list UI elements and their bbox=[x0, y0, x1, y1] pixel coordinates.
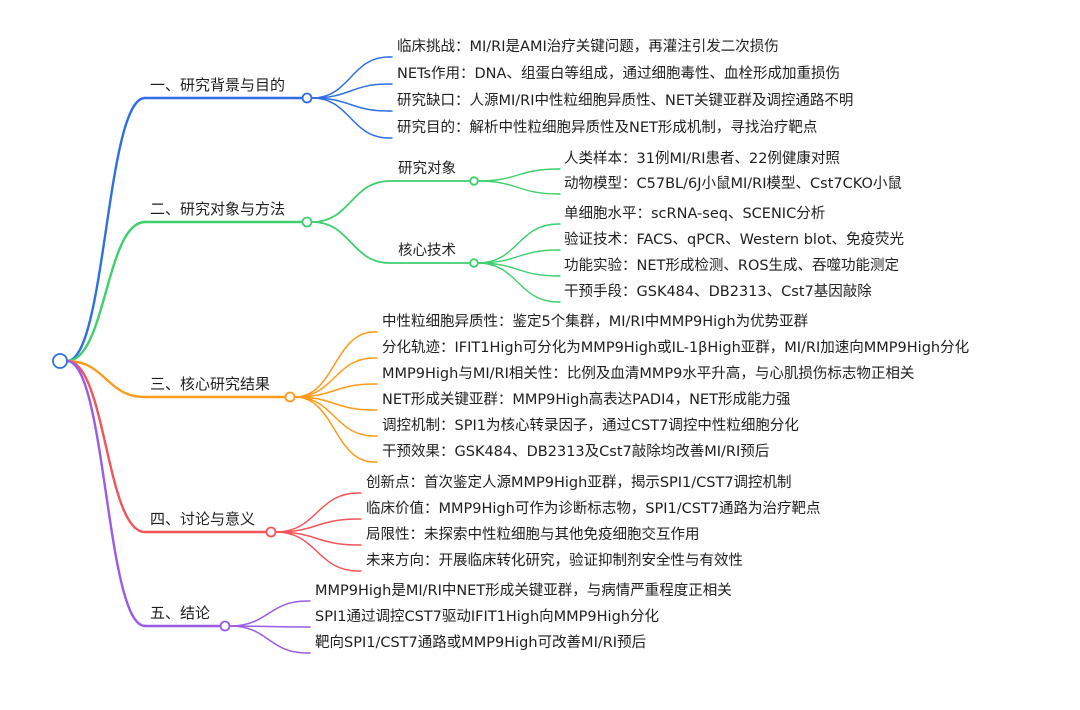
section-branch-1 bbox=[65, 96, 147, 363]
item-branch bbox=[294, 357, 375, 398]
item-branch bbox=[311, 97, 390, 112]
item-label: MMP9High与MI/RI相关性：比例及血清MMP9水平升高，与心肌损伤标志物… bbox=[382, 366, 915, 382]
section-label-1: 一、研究背景与目的 bbox=[150, 76, 286, 94]
mindmap-edges bbox=[65, 56, 561, 654]
item-branch bbox=[294, 396, 375, 463]
item-label: NETs作用：DNA、组蛋白等组成，通过细胞毒性、血栓形成加重损伤 bbox=[397, 66, 840, 82]
item-label: 调控机制：SPI1为核心转录因子，通过CST7调控中性粒细胞分化 bbox=[382, 418, 799, 434]
leaf-label: 动物模型：C57BL/6J小鼠MI/RI模型、Cst7CKO小鼠 bbox=[564, 176, 902, 192]
section-branch-5 bbox=[65, 359, 147, 628]
leaf-label: 功能实验：NET形成检测、ROS生成、吞噬功能测定 bbox=[564, 258, 900, 274]
item-branch bbox=[229, 625, 308, 654]
item-label: 研究目的：解析中性粒细胞异质性及NET形成机制，寻找治疗靶点 bbox=[397, 120, 818, 136]
subgroup-branch-1 bbox=[311, 180, 391, 223]
leaf-label: 人类样本：31例MI/RI患者、22例健康对照 bbox=[564, 151, 840, 167]
leaf-branch bbox=[477, 168, 559, 182]
item-branch bbox=[229, 600, 308, 627]
section-branch-2 bbox=[65, 220, 147, 363]
leaf-branch bbox=[477, 262, 559, 277]
subgroup-label-1: 研究对象 bbox=[398, 161, 456, 177]
leaf-label: 单细胞水平：scRNA-seq、SCENIC分析 bbox=[564, 206, 826, 222]
section-node-1[interactable] bbox=[301, 92, 313, 104]
item-label: 研究缺口：人源MI/RI中性粒细胞异质性、NET关键亚群及调控通路不明 bbox=[397, 93, 854, 109]
item-label: 分化轨迹：IFIT1High可分化为MMP9High或IL-1βHigh亚群，M… bbox=[382, 340, 970, 356]
leaf-branch bbox=[477, 180, 559, 195]
leaf-branch bbox=[477, 249, 559, 264]
section-node-3[interactable] bbox=[284, 391, 296, 403]
item-branch bbox=[275, 492, 359, 533]
section-label-3: 三、核心研究结果 bbox=[150, 375, 271, 393]
item-branch bbox=[311, 56, 390, 99]
item-label: MMP9High是MI/RI中NET形成关键亚群，与病情严重程度正相关 bbox=[315, 583, 732, 599]
subgroup-label-2: 核心技术 bbox=[398, 243, 456, 259]
section-label-2: 二、研究对象与方法 bbox=[150, 200, 286, 218]
subgroup-branch-2 bbox=[311, 221, 391, 264]
section-label-4: 四、讨论与意义 bbox=[150, 510, 256, 528]
item-branch bbox=[294, 331, 375, 398]
section-branch-4 bbox=[65, 359, 147, 534]
item-label: 局限性：未探索中性粒细胞与其他免疫细胞交互作用 bbox=[366, 527, 700, 543]
item-branch bbox=[311, 83, 390, 99]
item-label: NET形成关键亚群：MMP9High高表达PADI4，NET形成能力强 bbox=[382, 392, 791, 408]
mindmap-nodes bbox=[52, 92, 479, 632]
leaf-branch bbox=[477, 262, 559, 303]
item-label: 创新点：首次鉴定人源MMP9High亚群，揭示SPI1/CST7调控机制 bbox=[366, 475, 792, 491]
section-node-2[interactable] bbox=[301, 216, 313, 228]
leaf-label: 验证技术：FACS、qPCR、Western blot、免疫荧光 bbox=[564, 232, 905, 248]
subgroup-node-1[interactable] bbox=[469, 176, 479, 186]
item-label: SPI1通过调控CST7驱动IFIT1High向MMP9High分化 bbox=[315, 609, 659, 625]
section-label-5: 五、结论 bbox=[150, 604, 211, 622]
item-branch bbox=[275, 531, 359, 572]
section-node-5[interactable] bbox=[219, 620, 231, 632]
section-branch-3 bbox=[65, 359, 147, 399]
leaf-label: 干预手段：GSK484、DB2313、Cst7基因敲除 bbox=[564, 284, 872, 300]
item-label: 临床挑战：MI/RI是AMI治疗关键问题，再灌注引发二次损伤 bbox=[397, 39, 779, 55]
item-label: 干预效果：GSK484、DB2313及Cst7敲除均改善MI/RI预后 bbox=[382, 444, 770, 460]
leaf-branch bbox=[477, 223, 559, 264]
root-node[interactable] bbox=[52, 353, 68, 369]
item-branch bbox=[311, 97, 390, 139]
item-label: 未来方向：开展临床转化研究，验证抑制剂安全性与有效性 bbox=[366, 553, 743, 569]
item-label: 中性粒细胞异质性：鉴定5个集群，MI/RI中MMP9High为优势亚群 bbox=[382, 314, 809, 330]
section-node-4[interactable] bbox=[265, 526, 277, 538]
subgroup-node-2[interactable] bbox=[469, 258, 479, 268]
item-label: 临床价值：MMP9High可作为诊断标志物，SPI1/CST7通路为治疗靶点 bbox=[366, 501, 821, 517]
item-label: 靶向SPI1/CST7通路或MMP9High可改善MI/RI预后 bbox=[315, 635, 647, 651]
